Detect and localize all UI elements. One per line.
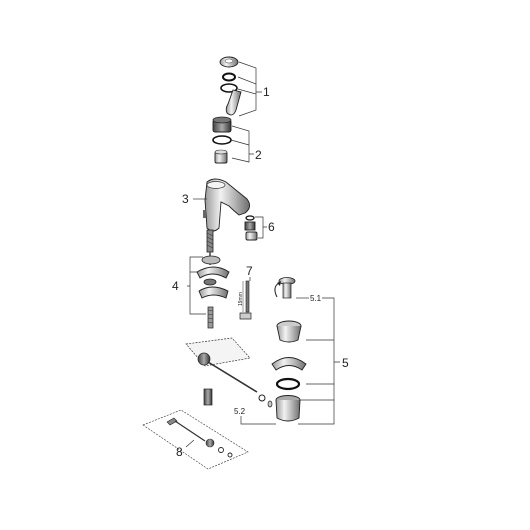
pop-up-waste: [271, 277, 307, 422]
flange-body: [276, 325, 302, 343]
aerator-washer-top: [245, 215, 255, 221]
rod-body: [245, 280, 250, 313]
extension-rod: 19mm: [238, 280, 252, 320]
plug-arrow-head: [277, 281, 281, 286]
mounting-horseshoe-lower: [198, 286, 229, 299]
waste-body: [275, 395, 301, 422]
aerator-housing: [245, 231, 258, 241]
label-6: 6: [268, 220, 275, 234]
leader-8: [185, 439, 195, 448]
waste-flange: [276, 320, 302, 343]
cartridge-top: [212, 116, 232, 124]
label-3: 3: [182, 192, 189, 206]
label-5: 5: [342, 356, 349, 370]
dimension-label: 19mm: [238, 292, 244, 306]
leader-6: [255, 216, 267, 239]
stud-body: [207, 306, 214, 329]
drain-rod: [207, 361, 258, 393]
leader-52: [240, 416, 276, 425]
handle-assembly: [219, 56, 242, 116]
leader-4: [187, 256, 206, 315]
cable-connector: [166, 417, 178, 426]
faucet-button: [203, 210, 206, 218]
label-4: 4: [172, 279, 179, 293]
waste-body-cylinder: [275, 399, 301, 422]
cable-nut: [205, 438, 215, 448]
rod-screw: [239, 312, 252, 320]
waste-horseshoe: [271, 357, 307, 371]
aerator-assembly: [244, 215, 258, 241]
cable-ring-2: [227, 452, 233, 458]
drain-linkage: [185, 337, 273, 408]
cartridge-spindle-top: [214, 149, 228, 155]
mounting-set: [196, 255, 230, 299]
waste-gasket: [275, 377, 301, 391]
leader-5: [298, 297, 340, 425]
mounting-plate: [185, 337, 251, 367]
waste-plug: [274, 277, 296, 299]
cable-set: [142, 409, 249, 470]
mounting-nut: [203, 278, 217, 286]
mounting-horseshoe-upper: [196, 266, 230, 279]
threaded-stud: [207, 306, 214, 329]
faucet-top-opening: [206, 181, 226, 189]
label-2: 2: [255, 148, 262, 162]
hose-connector: [203, 388, 213, 406]
leader-1: [237, 61, 262, 117]
faucet-body: [203, 178, 250, 232]
faucet-spout: [204, 178, 250, 232]
handle-lever: [225, 89, 242, 116]
hose-braid-pattern: [206, 232, 214, 249]
mounting-washer: [201, 255, 221, 265]
label-1: 1: [263, 85, 270, 99]
label-5-1: 5.1: [310, 294, 322, 303]
plug-arrow: [274, 282, 280, 298]
cable-ring-1: [218, 447, 224, 453]
plate-nut: [197, 352, 211, 366]
stud-threads: [207, 309, 214, 324]
cable-wire: [174, 420, 206, 442]
cartridge-o-ring: [212, 135, 232, 145]
handle-o-ring: [220, 83, 238, 93]
label-8: 8: [176, 445, 183, 459]
handle-ring: [222, 72, 236, 82]
aerator-insert: [244, 221, 256, 231]
drain-rod-clip: [258, 394, 266, 402]
plug-stem: [282, 282, 292, 299]
label-7: 7: [246, 264, 253, 278]
label-5-2: 5.2: [234, 407, 246, 416]
leader-2: [230, 125, 254, 163]
cartridge-assembly: [212, 116, 232, 164]
drain-rod-washer: [267, 400, 273, 408]
handle-cap-inner: [224, 58, 234, 64]
cable-set-tray: [142, 409, 249, 470]
